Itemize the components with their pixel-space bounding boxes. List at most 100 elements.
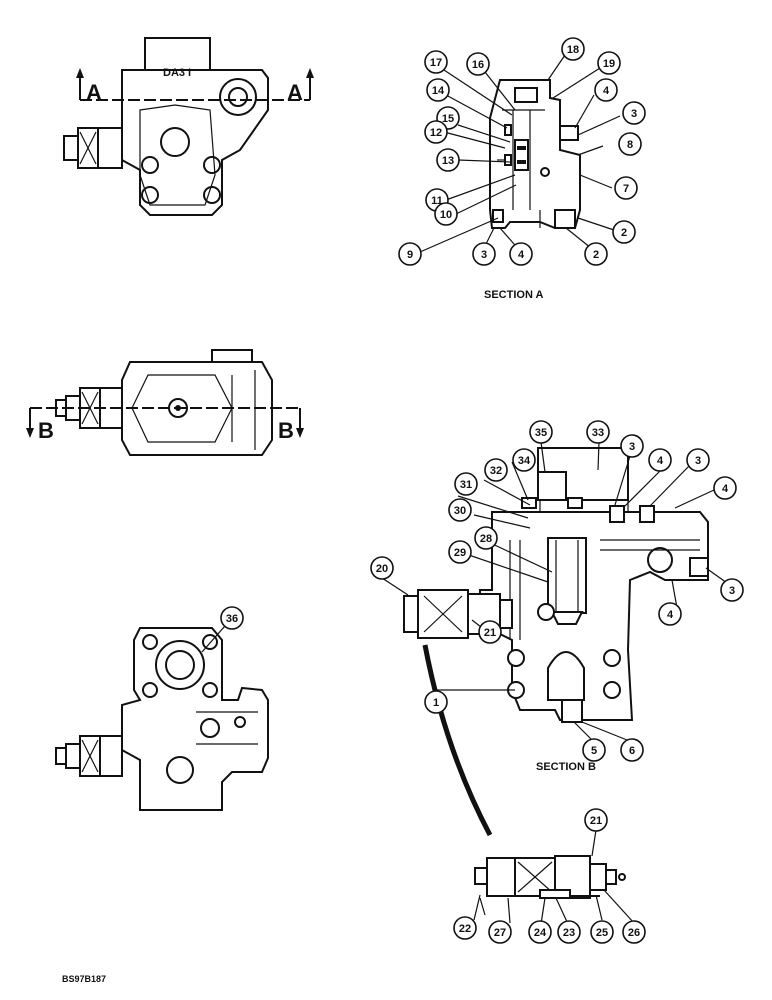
callout-4: 4 [509,242,533,266]
callout-number: 29 [454,547,466,559]
callout-number: 4 [722,483,729,495]
callout-6: 6 [620,738,644,762]
callout-3: 3 [686,448,710,472]
callout-number: 36 [226,613,238,625]
callout-34: 34 [512,448,536,472]
callout-28: 28 [474,526,498,550]
callout-number: 10 [440,209,452,221]
callout-19: 19 [597,51,621,75]
callout-number: 18 [567,44,579,56]
callout-7: 7 [614,176,638,200]
callout-number: 5 [591,745,597,757]
cut-b-left-label: B [38,418,54,443]
callout-number: 21 [590,815,602,827]
callout-number: 2 [621,227,627,239]
callout-number: 25 [596,927,608,939]
callout-18: 18 [561,37,585,61]
callout-30: 30 [448,498,472,522]
callout-number: 16 [472,59,484,71]
callout-26: 26 [622,920,646,944]
valve-side-view: B B [26,349,304,456]
callout-number: 11 [431,195,443,207]
callout-number: 21 [484,627,496,639]
callout-27: 27 [488,920,512,944]
figure-code: BS97B187 [62,974,106,984]
section-a-view [489,79,581,229]
callout-number: 12 [430,127,442,139]
callout-21: 21 [478,620,502,644]
callout-number: 35 [535,427,547,439]
cut-a-left-label: A [86,80,102,105]
callout-number: 32 [490,465,502,477]
callout-4: 4 [713,476,737,500]
cut-b-right-label: B [278,418,294,443]
callout-number: 3 [481,249,487,261]
callout-number: 17 [430,57,442,69]
callout-number: 19 [603,58,615,70]
callout-number: 27 [494,927,506,939]
callout-number: 4 [657,455,664,467]
callout-13: 13 [436,148,460,172]
callout-3: 3 [620,434,644,458]
valve-end-view [55,617,269,811]
callout-number: 4 [518,249,525,261]
callout-number: 1 [433,697,439,709]
callout-8: 8 [618,132,642,156]
callout-3: 3 [720,578,744,602]
callout-number: 34 [518,455,531,467]
callout-number: 3 [729,585,735,597]
callout-23: 23 [557,920,581,944]
callout-24: 24 [528,920,552,944]
casting-mark: DA3 I [163,67,191,79]
section-a-label: SECTION A [484,289,544,301]
section-b-label: SECTION B [536,761,596,773]
callout-25: 25 [590,920,614,944]
callout-29: 29 [448,540,472,564]
cut-a-right-label: A [287,80,303,105]
callout-number: 14 [432,85,445,97]
callout-4: 4 [648,448,672,472]
callout-3: 3 [472,242,496,266]
callout-16: 16 [466,52,490,76]
section-b-view [479,447,709,723]
callout-1: 1 [424,690,448,714]
callout-number: 33 [592,427,604,439]
callout-36: 36 [220,606,244,630]
callout-number: 3 [631,108,637,120]
callout-17: 17 [424,50,448,74]
callout-number: 24 [534,927,547,939]
callout-number: 22 [459,923,471,935]
callout-14: 14 [426,78,450,102]
callout-9: 9 [398,242,422,266]
callout-2: 2 [612,220,636,244]
callout-31: 31 [454,472,478,496]
callout-35: 35 [529,420,553,444]
callout-number: 4 [603,85,610,97]
callout-number: 15 [442,113,454,125]
callout-4: 4 [594,78,618,102]
callout-22: 22 [453,916,477,940]
callout-12: 12 [424,120,448,144]
relief-valve-assembly [403,589,513,837]
callout-2: 2 [584,242,608,266]
callout-3: 3 [622,101,646,125]
relief-valve-detail [474,855,626,916]
callout-32: 32 [484,458,508,482]
callout-number: 31 [460,479,472,491]
callout-number: 2 [593,249,599,261]
callout-number: 30 [454,505,466,517]
callout-5: 5 [582,738,606,762]
callout-number: 8 [627,139,633,151]
callout-number: 28 [480,533,492,545]
callout-number: 7 [623,183,629,195]
callout-number: 3 [695,455,701,467]
callout-number: 26 [628,927,640,939]
callout-number: 13 [442,155,454,167]
callout-20: 20 [370,556,394,580]
callout-10: 10 [434,202,458,226]
callout-number: 6 [629,745,635,757]
callout-21: 21 [584,808,608,832]
callout-number: 20 [376,563,388,575]
